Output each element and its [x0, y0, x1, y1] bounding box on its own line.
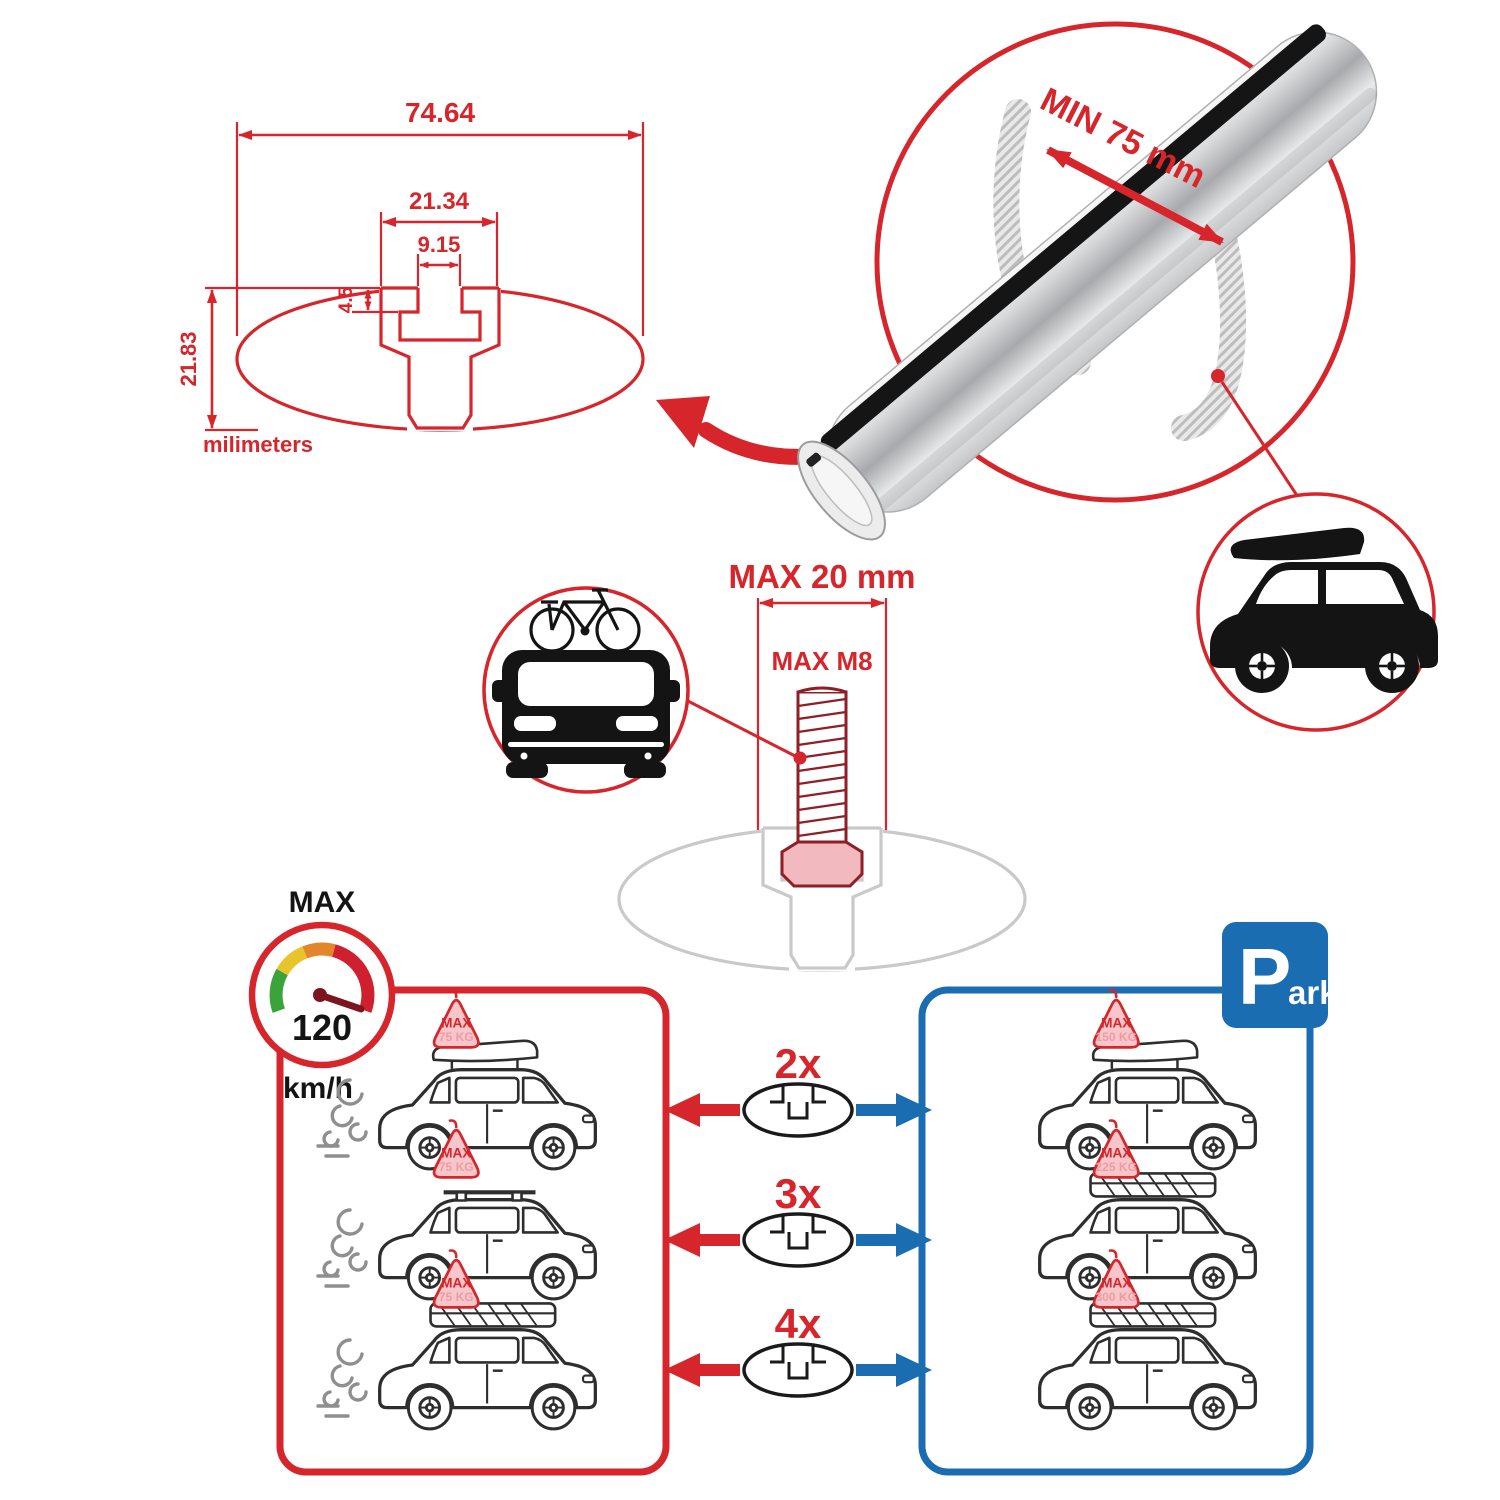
parked-car-row: MAX 225 KG	[1038, 1119, 1257, 1301]
bar-quantity-row: 3x	[664, 1170, 932, 1268]
wheel-left	[506, 762, 548, 778]
slot-outer-dimension-value: 21.34	[409, 188, 470, 215]
t-bolt	[780, 686, 864, 888]
gauge-needle	[316, 991, 365, 1013]
bumper-line	[508, 742, 664, 747]
max-load-sign: MAX 225 KG	[1092, 1119, 1140, 1179]
speed-value: 120	[292, 1007, 352, 1048]
bar-quantity-label: 4x	[775, 1300, 822, 1347]
svg-text:75 KG: 75 KG	[439, 1030, 474, 1044]
driving-car-row: MAX 75 KG	[316, 1249, 597, 1431]
bar-detail-circle: MIN 75 mm	[797, 21, 1378, 541]
bolt-diagram: MAX 20 mm MAX M8	[617, 558, 1027, 973]
arrow-right-blue-head	[896, 1093, 932, 1127]
crossbar-profile-icon	[742, 1342, 854, 1398]
svg-text:75 KG: 75 KG	[439, 1160, 474, 1174]
max-thread-label: MAX M8	[771, 646, 872, 676]
crossbar-profile-drawing	[235, 283, 645, 433]
cross-section-diagram: 74.64 21.34 9.15 4.5 21.83 milimeters	[176, 97, 645, 457]
svg-text:75 KG: 75 KG	[439, 1290, 474, 1304]
units-label: milimeters	[203, 432, 313, 457]
headlight-right	[616, 716, 658, 731]
driving-car-row: MAX 75 KG	[316, 1119, 597, 1301]
bar-quantity-label: 2x	[775, 1040, 822, 1087]
svg-text:MAX: MAX	[441, 1275, 471, 1290]
svg-text:MAX: MAX	[441, 1145, 471, 1160]
suv-window-front	[1256, 570, 1318, 604]
arrow-left-red-head	[664, 1223, 700, 1257]
car-front-view	[492, 650, 680, 778]
parked-car-row: MAX 300 KG	[1038, 1249, 1257, 1431]
arrow-right-blue-head	[896, 1353, 932, 1387]
lip-dimension-value: 4.5	[336, 286, 357, 313]
min-span-dimension-line	[1046, 146, 1224, 246]
car-bike-circle	[482, 586, 690, 794]
crossbar-profile-icon	[742, 1212, 854, 1268]
roof-cargo-box	[1230, 527, 1365, 561]
max-load-sign: MAX 300 KG	[1092, 1249, 1140, 1309]
max-load-sign: MAX 75 KG	[432, 1249, 480, 1309]
wheel-right	[624, 762, 666, 778]
leader-dot	[1211, 369, 1225, 383]
gauge-arcs	[269, 942, 375, 1013]
suv-roofbox-circle	[1196, 492, 1438, 732]
parked-car-row: MAX 150 KG	[1038, 989, 1257, 1171]
svg-text:150 KG: 150 KG	[1095, 1030, 1137, 1044]
leader-line	[1220, 381, 1302, 501]
bar-quantity-row: 2x	[664, 1040, 932, 1138]
suv-window-rear	[1326, 570, 1404, 604]
svg-text:225 KG: 225 KG	[1095, 1160, 1137, 1174]
thread-lines	[797, 697, 847, 838]
park-sign-suffix: ark	[1288, 974, 1338, 1011]
park-sign: P ark	[1222, 922, 1338, 1028]
max-plate-width-label: MAX 20 mm	[728, 558, 915, 595]
windshield	[518, 662, 654, 706]
speed-max-label: MAX	[289, 886, 356, 919]
suv-wheel	[1235, 639, 1289, 693]
arrowhead	[656, 396, 710, 448]
leader-dot	[793, 751, 807, 765]
suv-wheel	[1365, 639, 1419, 693]
bar-quantity-row: 4x	[664, 1300, 932, 1398]
width-dimension-value: 74.64	[405, 97, 475, 128]
arrow-right-blue-head	[896, 1223, 932, 1257]
max-load-sign: MAX 75 KG	[432, 989, 480, 1049]
speed-limit-gauge: MAX 120 km/h	[248, 886, 396, 1105]
crossbar-profile-icon	[742, 1082, 854, 1138]
max-load-sign: MAX 75 KG	[432, 1119, 480, 1179]
slot-inner-dimension-value: 9.15	[418, 232, 461, 257]
svg-text:MAX: MAX	[1101, 1015, 1131, 1030]
height-dimension-value: 21.83	[176, 331, 201, 386]
svg-text:MAX: MAX	[1101, 1145, 1131, 1160]
svg-text:300 KG: 300 KG	[1095, 1290, 1137, 1304]
svg-text:MAX: MAX	[441, 1015, 471, 1030]
bar-quantity-label: 3x	[775, 1170, 822, 1217]
park-sign-letter: P	[1238, 932, 1291, 1021]
arrow-left-red-head	[664, 1353, 700, 1387]
headlight-left	[514, 716, 556, 731]
svg-text:MAX: MAX	[1101, 1275, 1131, 1290]
park-sign-plate	[1222, 922, 1328, 1028]
driving-car-row: MAX 75 KG	[316, 989, 597, 1171]
max-load-sign: MAX 150 KG	[1092, 989, 1140, 1049]
arrow-left-red-head	[664, 1093, 700, 1127]
t-bolt-head	[780, 840, 864, 888]
leader-line	[685, 698, 800, 760]
